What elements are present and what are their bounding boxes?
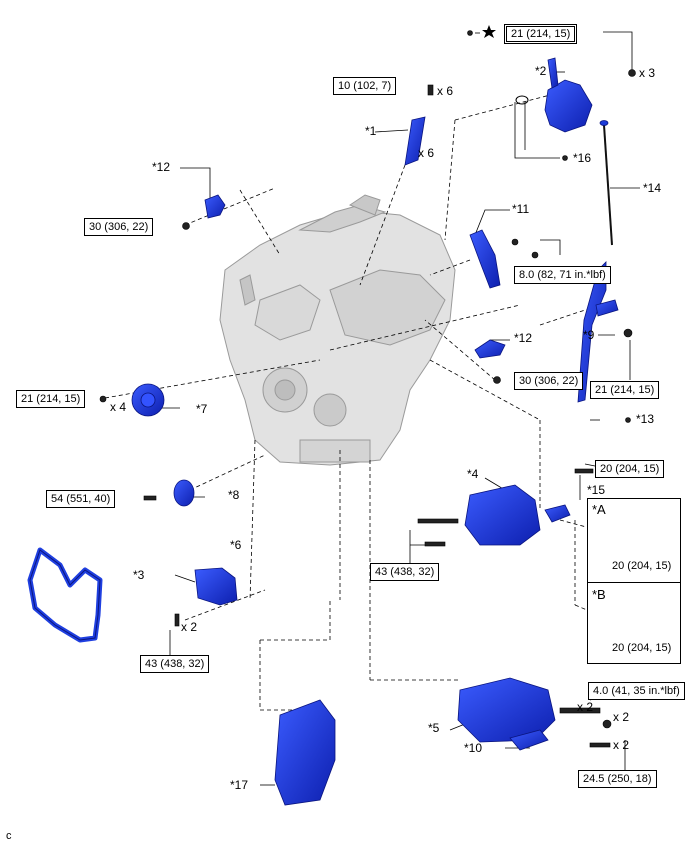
bolt-icon	[623, 328, 633, 338]
bracket-11	[469, 229, 501, 289]
part-label: *9	[583, 328, 595, 342]
quantity-label: x 2	[577, 700, 594, 714]
part-label: *15	[587, 483, 606, 497]
part-label: *12	[514, 331, 533, 345]
o-ring-16	[515, 95, 529, 105]
torque-spec-box: 20 (204, 15)	[595, 460, 665, 478]
figure-code: c	[6, 830, 12, 842]
quantity-label: x 2	[613, 710, 630, 724]
torque-spec-box: 8.0 (82, 71 in.*lbf)	[514, 266, 611, 284]
bolt-icon	[562, 155, 568, 161]
bolt-icon	[143, 495, 157, 501]
part-label: *11	[512, 202, 530, 216]
torque-spec-box: 21 (214, 15)	[16, 390, 86, 408]
part-label: *12	[152, 160, 171, 174]
torque-spec-box: 4.0 (41, 35 in.*lbf)	[588, 682, 685, 700]
bolt-icon	[417, 518, 459, 524]
bolt-icon	[625, 417, 631, 423]
bolt-icon	[602, 719, 612, 729]
bolt-icon	[174, 613, 180, 627]
part-label: *17	[230, 778, 249, 792]
camshaft-position-sensor	[404, 116, 426, 166]
alternator-4	[464, 484, 541, 546]
part-label: *14	[643, 181, 662, 195]
bolt-icon	[182, 222, 190, 230]
star-icon	[482, 25, 496, 38]
torque-spec-box: 30 (306, 22)	[514, 372, 584, 390]
bracket-12-lower	[474, 339, 506, 359]
torque-spec-box: 24.5 (250, 18)	[578, 770, 657, 788]
bolt-icon	[531, 251, 539, 259]
torque-spec-box: 20 (204, 15)	[608, 558, 676, 574]
part-label: *3	[133, 568, 145, 582]
bolt-icon	[427, 84, 434, 96]
drive-belt	[27, 547, 103, 643]
part-label: *8	[228, 488, 240, 502]
torque-spec-box: 30 (306, 22)	[84, 218, 154, 236]
quantity-label: x 4	[110, 400, 127, 414]
panel-b-label: *B	[592, 587, 606, 602]
part-label: *7	[196, 402, 208, 416]
torque-spec-box: 54 (551, 40)	[46, 490, 116, 508]
bolt-icon	[574, 468, 594, 474]
quantity-label: x 3	[639, 66, 656, 80]
part-label: *13	[636, 412, 655, 426]
bolt-icon	[424, 541, 446, 547]
part-label: *10	[464, 741, 483, 755]
torque-spec-box: 10 (102, 7)	[333, 77, 397, 95]
bolt-icon	[589, 742, 611, 748]
quantity-label: x 2	[181, 620, 198, 634]
cover-17	[274, 699, 336, 806]
part-label: *1	[365, 124, 377, 138]
bracket-10	[509, 729, 549, 751]
part-label: *6	[230, 538, 242, 552]
bolt-icon	[511, 238, 519, 246]
tensioner-6	[194, 567, 238, 606]
bracket-15	[544, 504, 571, 523]
bolt-icon	[99, 395, 107, 403]
bolt-icon	[467, 30, 473, 36]
vacuum-pump	[544, 79, 593, 133]
bolt-icon	[559, 707, 601, 714]
part-label: *16	[573, 151, 592, 165]
blue-parts	[131, 57, 619, 806]
quantity-label: x 6	[418, 146, 435, 160]
panel-a-label: *A	[592, 502, 606, 517]
part-label: *5	[428, 721, 440, 735]
torque-spec-box: 43 (438, 32)	[140, 655, 210, 673]
bolt-icon	[628, 69, 636, 77]
quantity-label: x 6	[437, 84, 454, 98]
dipstick-14	[603, 124, 613, 246]
part-label: *2	[535, 64, 547, 78]
bracket-12-upper	[204, 194, 226, 219]
torque-spec-box: 20 (204, 15)	[608, 640, 676, 656]
engine-assembly	[219, 194, 456, 466]
bolt-icon	[493, 376, 501, 384]
torque-spec-box: 21 (214, 15)	[504, 24, 578, 44]
part-label: *4	[467, 467, 479, 481]
torque-spec-box: 21 (214, 15)	[590, 381, 660, 399]
compressor-5	[457, 677, 556, 743]
torque-spec-box: 43 (438, 32)	[370, 563, 440, 581]
pulley-8	[173, 479, 195, 507]
bolts	[99, 30, 641, 748]
quantity-label: x 2	[613, 738, 630, 752]
